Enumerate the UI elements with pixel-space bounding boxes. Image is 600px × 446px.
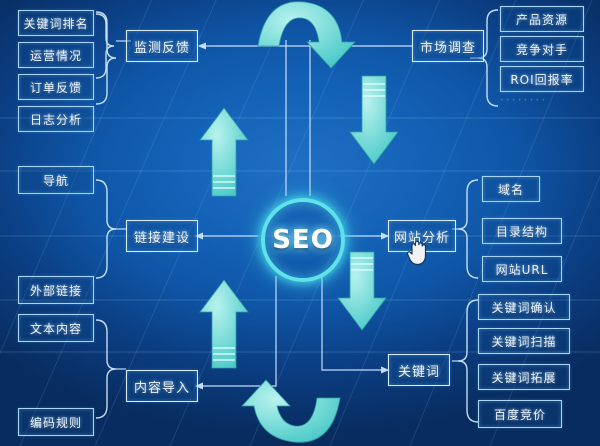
leaf-navigation[interactable]: 导航 xyxy=(18,166,94,194)
leaf-keyword-expand[interactable]: 关键词拓展 xyxy=(478,364,570,390)
leaf-site-url[interactable]: 网站URL xyxy=(482,256,562,282)
leaf-label: 外部链接 xyxy=(29,283,82,298)
leaf-order-feedback[interactable]: 订单反馈 xyxy=(18,74,94,100)
leaf-label: 百度竞价 xyxy=(493,407,546,422)
node-site[interactable]: 网站分析 xyxy=(388,220,456,252)
leaf-roi-rate[interactable]: ROI回报率 xyxy=(500,66,584,92)
leaf-label: 目录结构 xyxy=(495,224,548,239)
leaf-keyword-scan[interactable]: 关键词扫描 xyxy=(478,328,570,354)
leaf-domain-name[interactable]: 域名 xyxy=(482,176,540,202)
leaf-label: 关键词拓展 xyxy=(491,370,557,385)
node-link[interactable]: 链接建设 xyxy=(126,220,198,252)
node-monitor-label: 监测反馈 xyxy=(133,40,190,56)
leaf-label: 导航 xyxy=(42,173,69,188)
node-keyword[interactable]: 关键词 xyxy=(388,354,450,386)
flow-arrow-down-upper xyxy=(349,75,399,165)
leaf-label: 文本内容 xyxy=(29,321,82,336)
leaf-directory-structure[interactable]: 目录结构 xyxy=(482,218,562,244)
leaf-label: 日志分析 xyxy=(29,112,82,127)
leaf-coding-rules[interactable]: 编码规则 xyxy=(18,408,94,436)
node-market[interactable]: 市场调查 xyxy=(412,30,484,62)
leaf-text-content[interactable]: 文本内容 xyxy=(18,314,94,342)
flow-arrow-down-lower xyxy=(337,251,387,331)
flow-arrow-up-upper xyxy=(199,107,249,197)
leaf-label: 关键词扫描 xyxy=(491,334,557,349)
leaf-label: 竞争对手 xyxy=(515,42,568,57)
node-content-label: 内容导入 xyxy=(133,380,190,396)
node-site-label: 网站分析 xyxy=(393,230,450,246)
leaf-log-analysis[interactable]: 日志分析 xyxy=(18,106,94,132)
leaf-label: ROI回报率 xyxy=(510,72,574,87)
leaf-competitors[interactable]: 竞争对手 xyxy=(500,36,584,62)
node-content[interactable]: 内容导入 xyxy=(126,370,198,402)
leaf-keyword-confirm[interactable]: 关键词确认 xyxy=(478,294,570,320)
flow-arrow-up-lower xyxy=(199,279,249,369)
center-node-seo[interactable]: SEO xyxy=(261,198,345,282)
leaf-label: 域名 xyxy=(497,182,524,197)
watermark-text: •••••••• xyxy=(500,97,548,104)
hand-cursor xyxy=(406,240,427,266)
leaf-label: 产品资源 xyxy=(515,12,568,27)
leaf-label: 关键词确认 xyxy=(491,300,557,315)
flow-arrow-arc-top xyxy=(257,1,356,69)
leaf-label: 运营情况 xyxy=(29,48,82,63)
flow-arrow-arc-bottom xyxy=(241,379,341,443)
center-node-label: SEO xyxy=(272,225,334,255)
node-link-label: 链接建设 xyxy=(133,230,190,246)
leaf-external-links[interactable]: 外部链接 xyxy=(18,276,94,304)
leaf-baidu-bidding[interactable]: 百度竞价 xyxy=(478,400,562,428)
node-monitor[interactable]: 监测反馈 xyxy=(126,30,198,62)
leaf-keyword-ranking[interactable]: 关键词排名 xyxy=(18,10,94,36)
leaf-label: 编码规则 xyxy=(29,415,82,430)
leaf-label: 关键词排名 xyxy=(23,16,89,31)
leaf-label: 网站URL xyxy=(495,262,549,277)
node-keyword-label: 关键词 xyxy=(397,364,440,380)
node-market-label: 市场调查 xyxy=(419,40,476,56)
leaf-product-resources[interactable]: 产品资源 xyxy=(500,6,584,32)
leaf-operations[interactable]: 运营情况 xyxy=(18,42,94,68)
leaf-label: 订单反馈 xyxy=(29,80,82,95)
